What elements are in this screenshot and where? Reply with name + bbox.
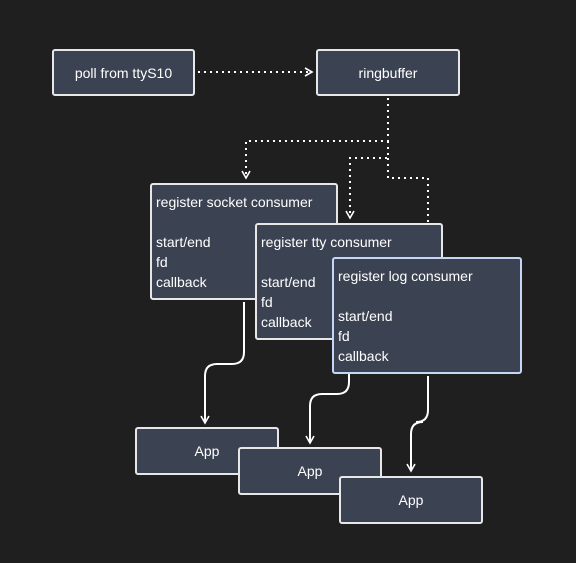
app-node-3: App: [339, 476, 483, 524]
edge-ringbuffer-to-tty-consumer: [345, 141, 389, 220]
tty-consumer-title: register tty consumer: [261, 234, 392, 250]
log-consumer-node: register log consumer start/end fd callb…: [332, 257, 522, 374]
log-consumer-line-callback: callback: [338, 348, 389, 364]
log-consumer-line-fd: fd: [338, 328, 350, 344]
socket-consumer-line-callback: callback: [156, 274, 207, 290]
app-node-2-label: App: [297, 463, 323, 479]
socket-consumer-line-start-end: start/end: [156, 234, 211, 250]
ringbuffer-node: ringbuffer: [316, 49, 460, 96]
socket-consumer-line-fd: fd: [156, 254, 168, 270]
app-node-3-label: App: [398, 492, 424, 508]
edge-ringbuffer-to-socket-consumer: [241, 98, 389, 180]
tty-consumer-line-callback: callback: [261, 314, 312, 330]
socket-consumer-node: register socket consumer start/end fd ca…: [150, 183, 338, 300]
tty-consumer-line-start-end: start/end: [261, 274, 316, 290]
edge-tty-consumer-to-app: [305, 342, 350, 445]
log-consumer-title: register log consumer: [338, 268, 473, 284]
ringbuffer-node-label: ringbuffer: [358, 64, 418, 81]
poll-node-label: poll from ttyS10: [74, 64, 173, 81]
edge-log-consumer-to-app: [406, 376, 429, 473]
socket-consumer-title: register socket consumer: [156, 194, 313, 210]
poll-node: poll from ttyS10: [52, 49, 195, 96]
edge-socket-consumer-to-app: [200, 302, 245, 425]
tty-consumer-line-fd: fd: [261, 294, 273, 310]
log-consumer-line-start-end: start/end: [338, 308, 393, 324]
app-node-1-label: App: [194, 443, 220, 459]
edge-ringbuffer-to-log-consumer: [387, 158, 433, 254]
